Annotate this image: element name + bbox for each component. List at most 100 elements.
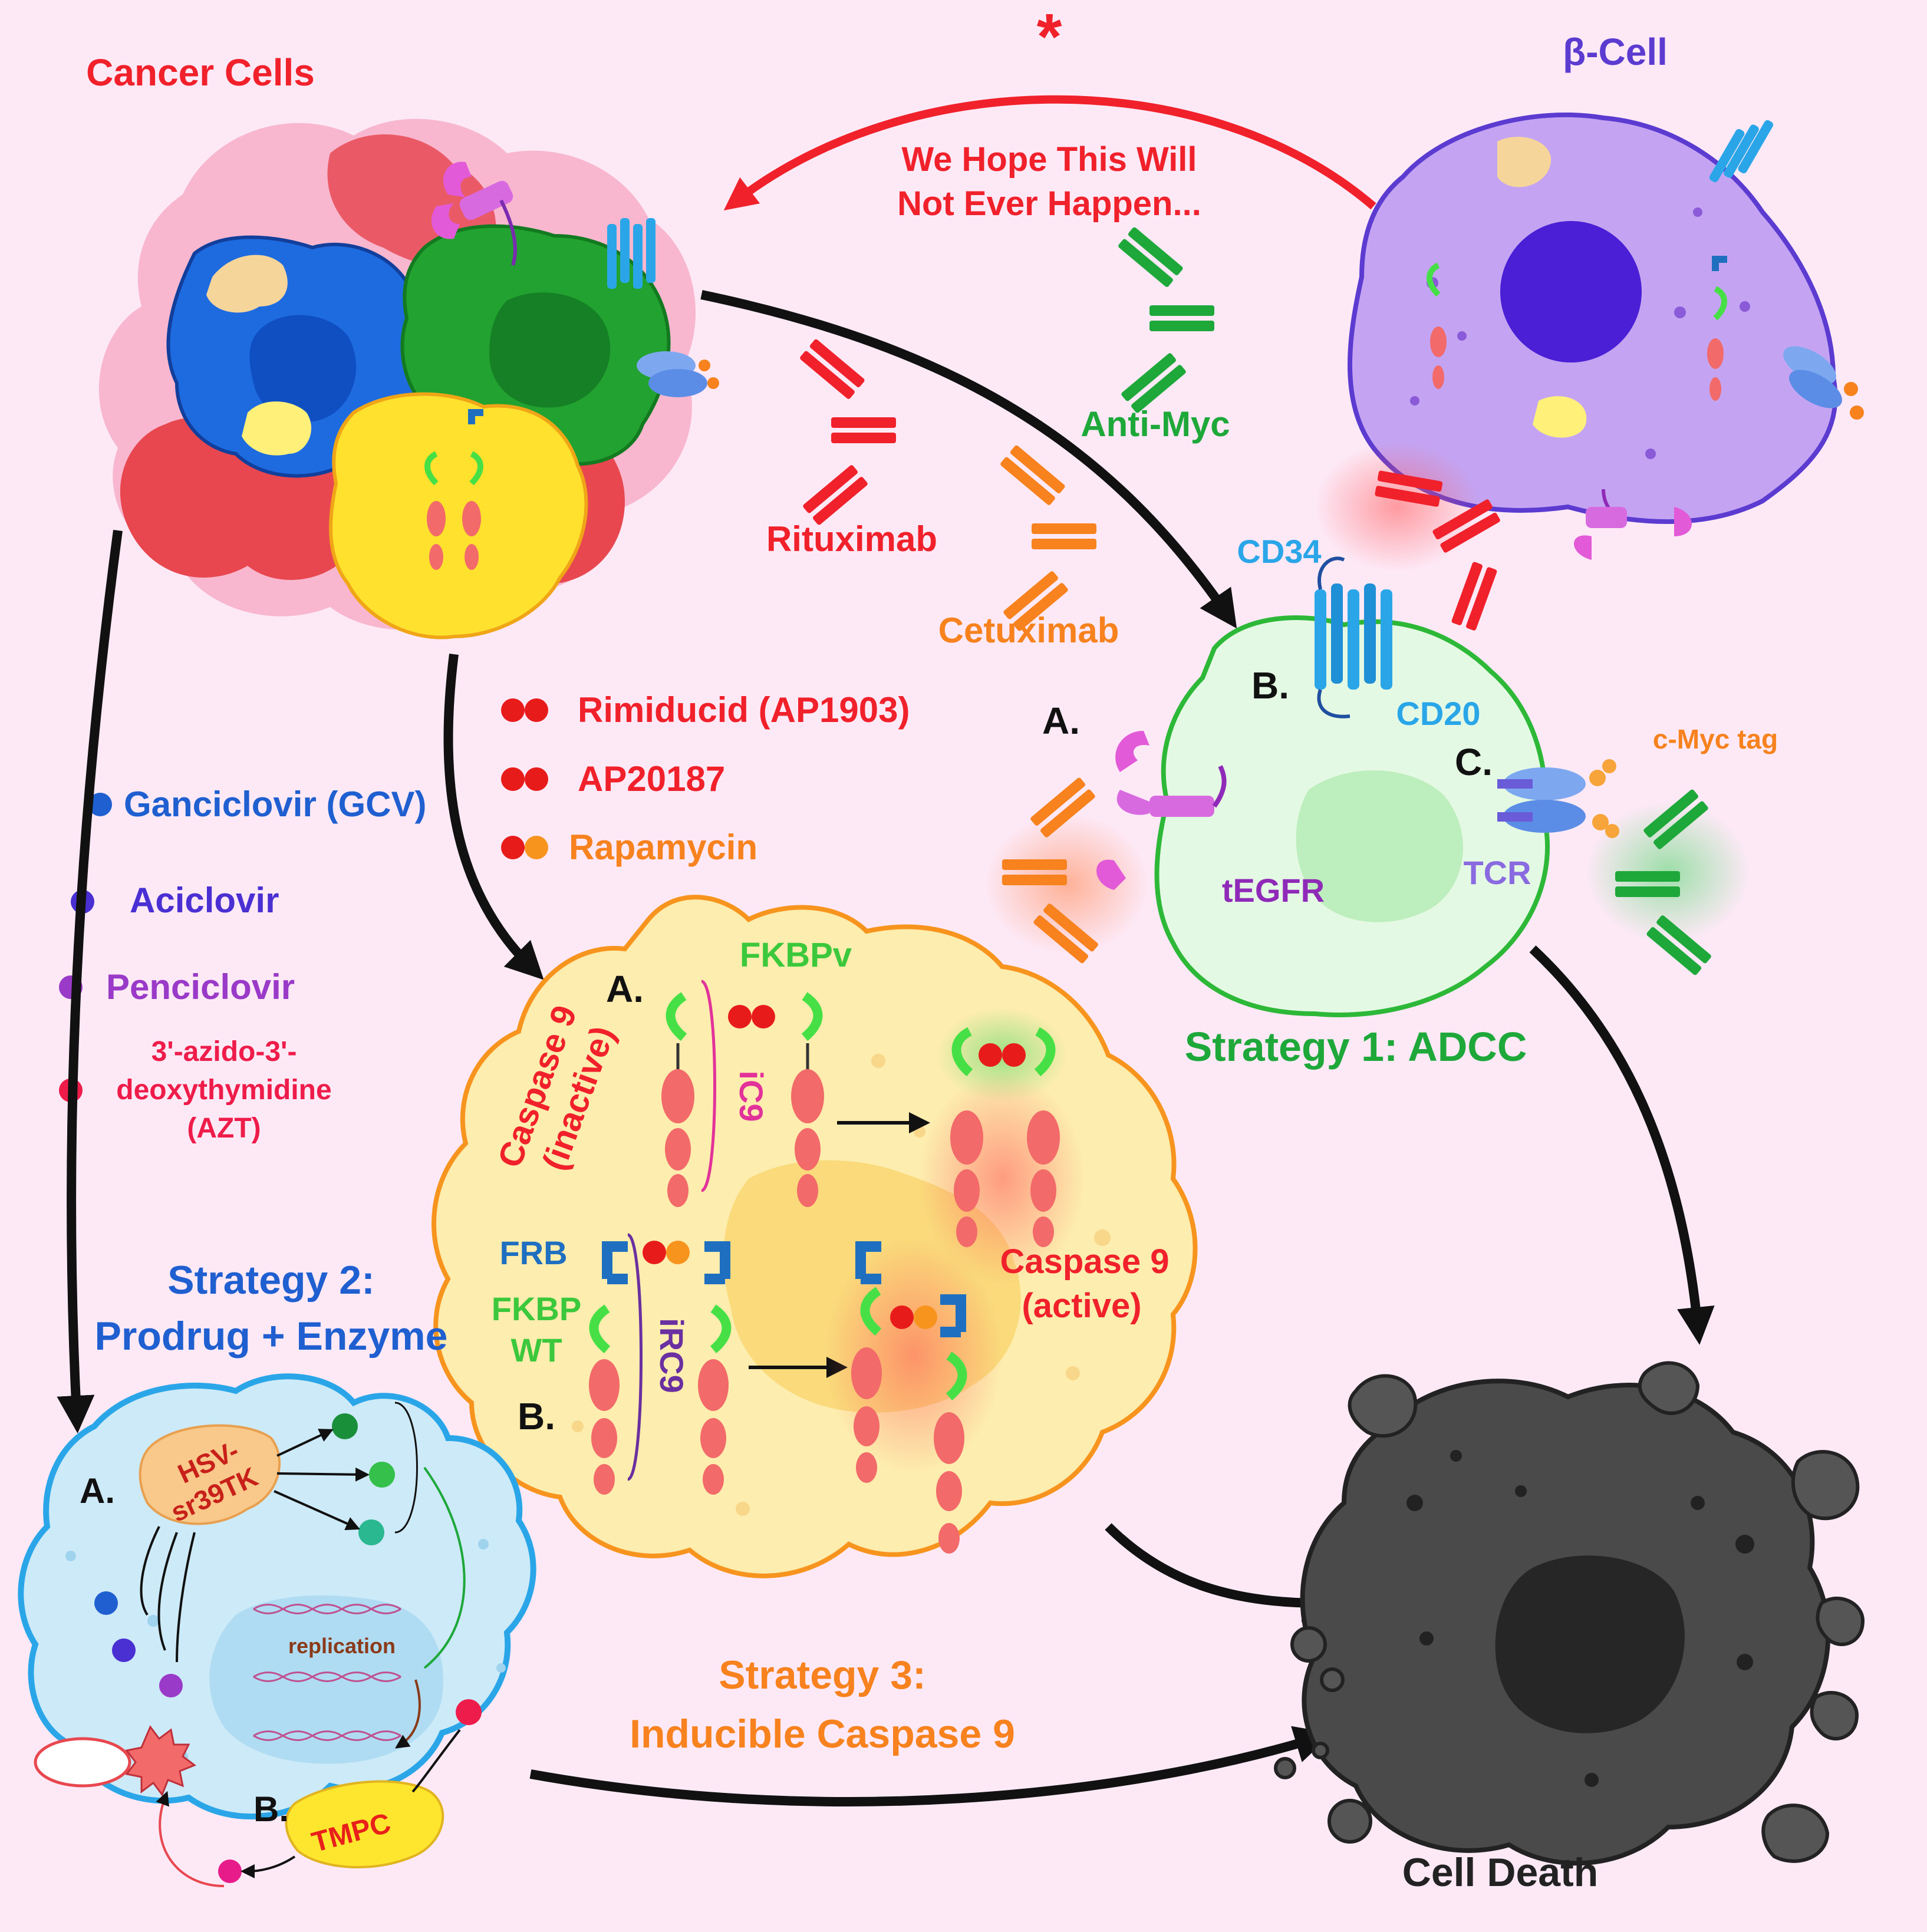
strategy3-label-a: A. [606, 968, 644, 1010]
yellow-organelle [242, 401, 312, 456]
azt-product-dot [218, 1860, 242, 1883]
penciclovir-label: Penciclovir [106, 967, 295, 1007]
damaged-mitochondrion-icon [125, 1725, 197, 1797]
beta-cell-tcr-receptor [1783, 346, 1864, 420]
dead-cell [1274, 1361, 1865, 1866]
beta-cell-organelle [1497, 137, 1552, 187]
ic9-label: iC9 [733, 1070, 770, 1122]
caspase-active-line1: Caspase 9 [1000, 1242, 1170, 1281]
ap20187-label: AP20187 [578, 759, 725, 799]
beta-cell-cd20-receptor [1709, 120, 1774, 183]
cetuximab-label: Cetuximab [938, 611, 1119, 650]
arrow-strategy1-to-death [1529, 945, 1715, 1345]
cd20-receptor [1315, 556, 1392, 718]
azt-to-tmpc-line [411, 1729, 461, 1793]
strategy2-azt-dot [456, 1699, 482, 1725]
strategy3-cell [431, 895, 1198, 1578]
strategy3-title-line2: Inducible Caspase 9 [630, 1712, 1015, 1756]
replication-arrow [395, 1679, 421, 1749]
asterisk-mark: * [1037, 1, 1062, 73]
strategy2-title-line1: Strategy 2: [167, 1258, 374, 1303]
azt-label-line2: deoxythymidine [116, 1074, 331, 1106]
aciclovir-label: Aciclovir [130, 881, 279, 920]
azt-label-line3: (AZT) [187, 1113, 261, 1144]
frb-label: FRB [499, 1234, 567, 1271]
strategy1-cell-nucleus [1296, 770, 1464, 922]
cluster-egfr-receptor [431, 161, 517, 266]
tmpc-to-product-arrow [241, 1855, 296, 1878]
tegfr-receptor [1096, 731, 1227, 890]
beta-cell-nucleus [1500, 221, 1642, 362]
replication-label: replication [288, 1634, 396, 1658]
hope-text-line2: Not Ever Happen... [897, 184, 1201, 223]
anti-myc-antibody-icon [1117, 226, 1214, 414]
strategy2-aciclovir-dot [112, 1638, 136, 1662]
strategy2-cell-nucleus [209, 1595, 443, 1764]
rituximab-antibody-icon [799, 338, 896, 526]
blue-cell-organelle [206, 255, 288, 313]
dimerizer-legend [501, 698, 548, 859]
strategy2-label-a: A. [80, 1471, 115, 1511]
dead-cell-debris [1406, 1450, 1754, 1787]
fkbp-label-line2: WT [510, 1331, 562, 1369]
strategy1-label-c: C. [1455, 741, 1493, 783]
tcr-receptor [1497, 759, 1619, 838]
strategy1-cell [984, 430, 1751, 1017]
gcv-product-dot-1 [332, 1413, 358, 1439]
strategy3-title-line1: Strategy 3: [719, 1653, 925, 1697]
tegfr-label: tEGFR [1222, 872, 1325, 909]
cluster-ic9-construct [424, 409, 483, 570]
strategy2-title-line2: Prodrug + Enzyme [95, 1314, 448, 1359]
strategy1-title: Strategy 1: ADCC [1185, 1024, 1527, 1070]
arrow-to-strategy2 [57, 529, 123, 1433]
apoptotic-bodies [1274, 1361, 1865, 1863]
beta-cell-egfr-receptor [1574, 489, 1692, 560]
product-green-arrow [423, 1466, 466, 1669]
arrow-to-strategy3 [443, 654, 544, 980]
product-bracket [394, 1402, 418, 1534]
beta-cell-organelle-2 [1533, 396, 1587, 438]
rimiducid-label: Rimiducid (AP1903) [578, 690, 910, 730]
green-cell-nucleus [489, 292, 611, 408]
beta-cell-ic9-construct [1427, 256, 1727, 401]
strategy3-label-b: B. [518, 1395, 555, 1438]
gcv-product-dot-3 [358, 1519, 384, 1545]
cmyc-tag-icon [1589, 759, 1619, 838]
strategy1-label-a: A. [1042, 700, 1080, 742]
cell-death-label: Cell Death [1402, 1850, 1599, 1895]
strategy1-label-b: B. [1251, 664, 1289, 707]
cancer-cells-cluster [98, 118, 719, 639]
strategy2-gcv-dot [94, 1591, 118, 1615]
ganciclovir-label: Ganciclovir (GCV) [124, 784, 426, 824]
enzyme-arrows [140, 1429, 370, 1663]
fkbp-label-line1: FKBP [492, 1290, 581, 1327]
irc9-inactive-construct [589, 1233, 732, 1495]
hope-red-arrow [723, 95, 1376, 211]
ic9-active-construct [920, 1008, 1085, 1285]
azt-label-line1: 3'-azido-3'- [151, 1036, 297, 1067]
hope-text-line1: We Hope This Will [901, 140, 1197, 179]
rapamycin-label: Rapamycin [569, 827, 757, 867]
irc9-label: iRC9 [653, 1318, 690, 1393]
beta-cell-title: β-Cell [1563, 31, 1668, 73]
arrow-strategy2-to-death [529, 1726, 1333, 1806]
beta-cell-vesicles [1410, 207, 1750, 459]
cd34-label: CD34 [1237, 533, 1321, 570]
hsv-tk-enzyme-icon [139, 1424, 281, 1525]
anti-myc-label: Anti-Myc [1081, 404, 1230, 444]
cancer-cells-title: Cancer Cells [86, 51, 315, 94]
mitochondrion-icon [34, 1737, 131, 1788]
yellow-cancer-cell [329, 392, 588, 639]
azt-mito-arrow [156, 1791, 225, 1887]
ic9-inactive-construct [661, 980, 824, 1207]
irc9-active-construct [825, 1238, 1002, 1554]
cluster-cd20-receptor [607, 218, 655, 289]
tcr-label: TCR [1463, 854, 1531, 891]
cetuximab-antibody-icon [999, 444, 1096, 632]
gcv-product-dot-2 [369, 1462, 395, 1488]
dna-strands-icon [253, 1604, 401, 1741]
blue-cell-nucleus [249, 315, 357, 423]
strategy2-penciclovir-dot [159, 1674, 183, 1697]
